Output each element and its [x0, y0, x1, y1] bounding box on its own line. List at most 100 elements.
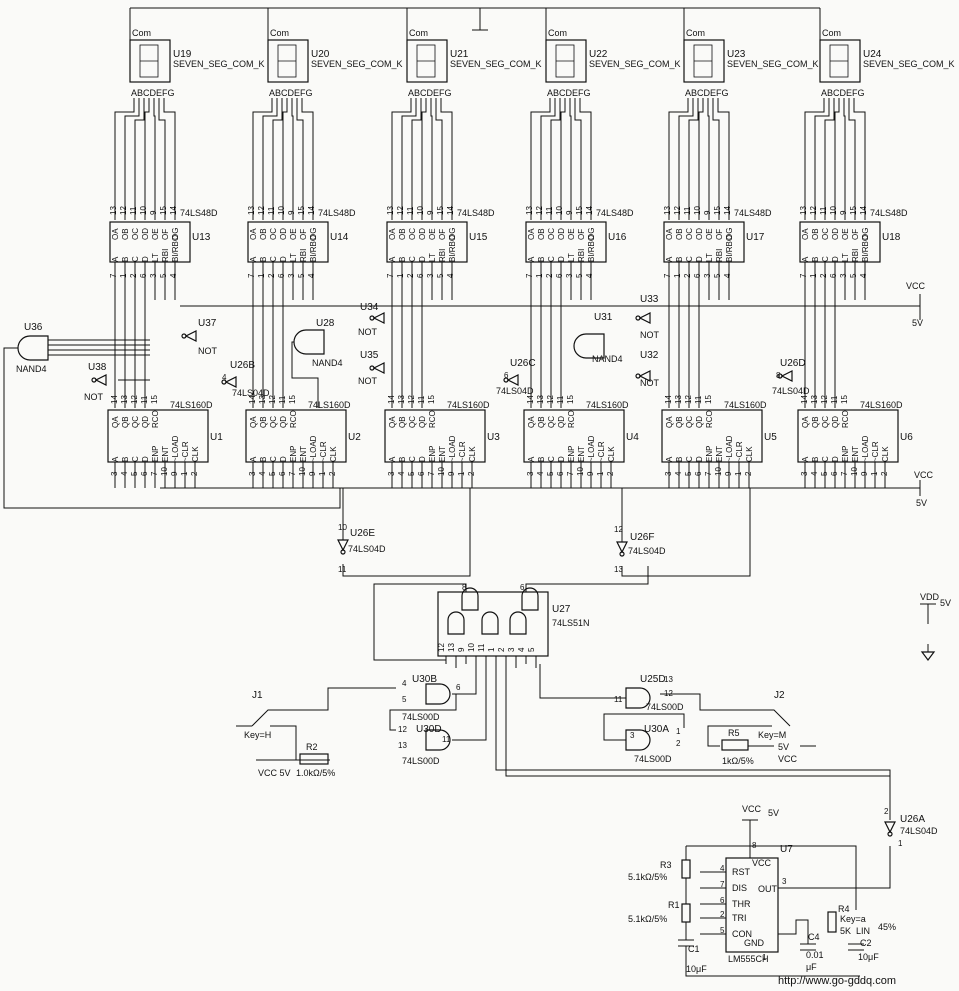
pin-name: ~LOAD: [861, 435, 870, 462]
capacitor-value: 0.01: [806, 950, 824, 960]
pin-name: OG: [587, 228, 596, 240]
pin-number: 10: [829, 206, 838, 215]
pin-name: QD: [695, 416, 704, 428]
pin-name: QC: [269, 416, 278, 428]
capacitor-ref: C4: [808, 932, 820, 942]
pin-name: QC: [131, 416, 140, 428]
gate-ref: U35: [360, 350, 379, 361]
pin-number: 9: [287, 210, 296, 215]
pin-number: 14: [248, 395, 257, 404]
segment-lead: [144, 98, 150, 220]
resistor-r5: [721, 739, 749, 751]
capacitor-ref: C1: [688, 944, 700, 954]
display-type: SEVEN_SEG_COM_K: [863, 59, 955, 69]
watermark: http://www.go-gddq.com: [778, 975, 896, 987]
decoder-u14: U1474LS48D13OA12OB11OC10OD9OE15OF14OGA7B…: [247, 206, 356, 408]
pin-number: 15: [840, 395, 849, 404]
pin-number: 15: [159, 206, 168, 215]
pin-name: D: [141, 256, 150, 262]
not-u32: [638, 370, 651, 382]
pin-number: 12: [809, 206, 818, 215]
v5-label-bottom: 5V: [916, 498, 927, 508]
pin-name: OD: [831, 228, 840, 240]
display-pin-letters: ABCDEFG: [269, 88, 313, 98]
counter-ref: U1: [210, 432, 223, 443]
vcc-label: VCC: [778, 754, 798, 764]
pin-number: 5: [402, 695, 407, 704]
gate-ref: U38: [88, 362, 107, 373]
timer-u7-body: [725, 857, 779, 953]
counter-u1: U174LS160D14QA13QB12QC11QD15RCOA3B4C5D6E…: [107, 395, 223, 488]
segment-lead: [421, 98, 427, 220]
pin-name: A: [111, 256, 120, 262]
pin-number: 9: [457, 647, 466, 652]
segment-lead: [569, 98, 572, 220]
pin-number: 3: [630, 731, 635, 740]
and-gate-d: [481, 611, 499, 635]
timer-pin-name: GND: [744, 938, 765, 948]
gate-ref: U31: [594, 312, 613, 323]
pin-name: B: [811, 257, 820, 262]
wire: [291, 341, 319, 408]
pin-number: 12: [119, 206, 128, 215]
bcd-decoders: U1374LS48D13OA12OB11OC10OD9OE15OF14OGA7B…: [109, 206, 908, 408]
nand-u30a: [625, 729, 651, 751]
decoder-ref: U18: [882, 232, 901, 243]
pin-name: D: [279, 256, 288, 262]
pin-name: OD: [418, 228, 427, 240]
gate-type: 74LS00D: [646, 702, 684, 712]
pin-name: QA: [665, 416, 674, 428]
resistor-ref: R4: [838, 904, 850, 914]
pin-number: 1: [535, 273, 544, 278]
pin-name: OB: [811, 228, 820, 240]
capacitor-value: 10μF: [858, 952, 879, 962]
pin-number: 10: [467, 643, 476, 652]
pin-name: A: [388, 256, 397, 262]
pin-name: QB: [675, 416, 684, 428]
pin-name: D: [831, 456, 840, 462]
segment-lead: [282, 98, 288, 220]
pin-number: 13: [663, 206, 672, 215]
segment-lead: [262, 98, 278, 220]
pin-number: 2: [497, 647, 506, 652]
pin-number: 9: [149, 210, 158, 215]
pin-number: 11: [614, 695, 623, 704]
pin-name: CLK: [745, 446, 754, 462]
not-u37: [184, 330, 197, 342]
and-gate-b: [521, 587, 539, 611]
pin-number: 14: [387, 395, 396, 404]
pin-name: QA: [527, 416, 536, 428]
pin-number: 12: [398, 725, 407, 734]
decoder-body: [799, 221, 881, 263]
pin-name: ~CLR: [319, 441, 328, 462]
pin-number: 3: [565, 273, 574, 278]
pin-name: B: [398, 457, 407, 462]
segment-lead: [848, 98, 856, 220]
inverter-bubble: [635, 315, 641, 321]
vcc-label: VCC: [742, 804, 762, 814]
gate-type: NAND4: [312, 358, 343, 368]
pin-number: 13: [536, 395, 545, 404]
gate-ref: U36: [24, 322, 43, 333]
segment-lead: [560, 98, 566, 220]
gate-ref: U30A: [644, 724, 669, 735]
gate-type: 74LS04D: [348, 544, 386, 554]
pin-number: 14: [169, 206, 178, 215]
counter-type: 74LS160D: [860, 400, 903, 410]
pin-number: 12: [268, 395, 277, 404]
pin-name: OF: [851, 229, 860, 240]
inverter-bubble: [777, 373, 783, 379]
gate-ref: U33: [640, 294, 659, 305]
pin-number: 11: [694, 395, 703, 404]
decade-counters: U174LS160D14QA13QB12QC11QD15RCOA3B4C5D6E…: [107, 395, 913, 488]
segment-lead: [834, 98, 840, 220]
inverter-bubble: [887, 831, 893, 837]
pin-name: D: [418, 456, 427, 462]
pin-name: C: [408, 256, 417, 262]
display-com-label: Com: [548, 28, 567, 38]
pin-name: B: [121, 257, 130, 262]
pin-number: 12: [437, 643, 446, 652]
gate-type: 74LS00D: [634, 754, 672, 764]
